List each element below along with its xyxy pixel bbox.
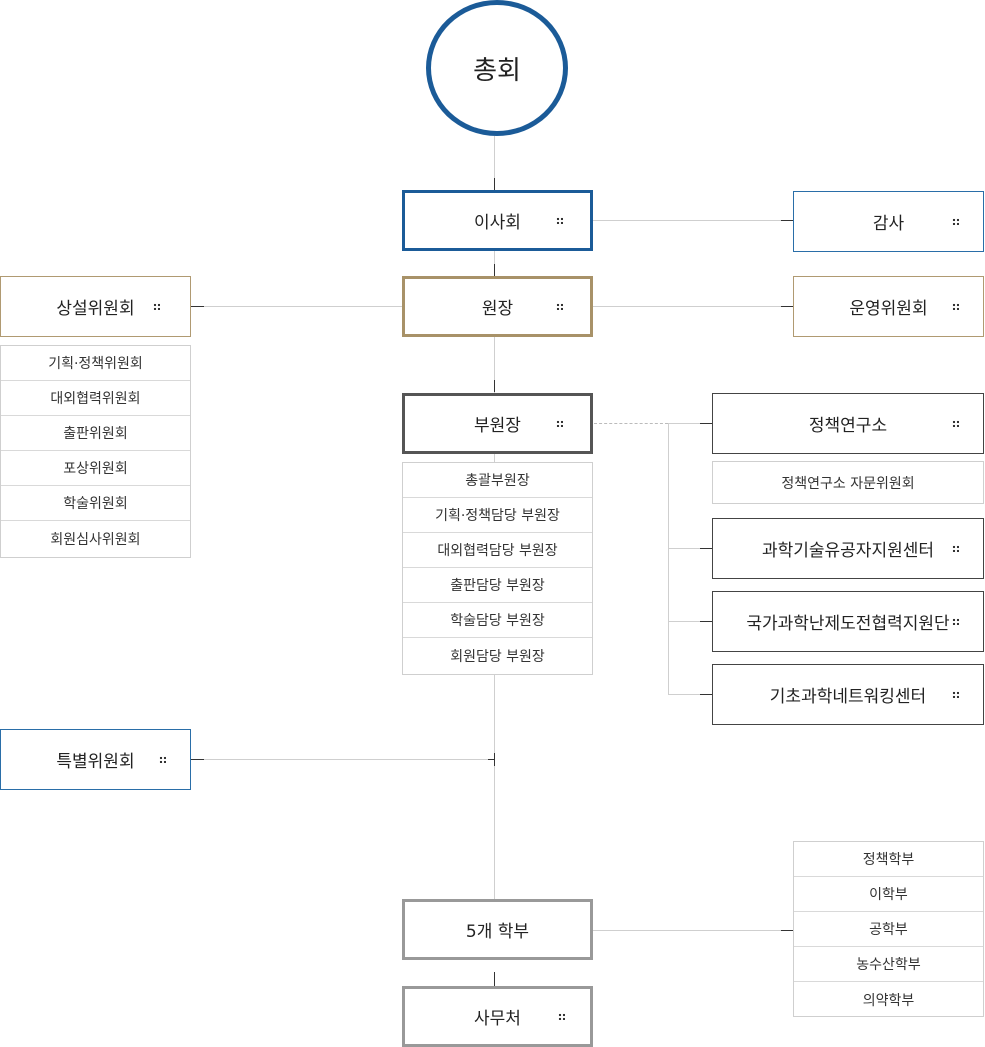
institute-branch-line [668,423,712,424]
connector-tick [494,972,495,986]
secretariat-node[interactable]: 사무처 [402,986,593,1047]
president-standing-line [190,306,402,307]
more-dots-icon [556,302,563,310]
connector-tick [700,621,712,622]
more-dots-icon [556,216,563,224]
policy-institute-node[interactable]: 정책연구소 [712,393,984,454]
list-item: 학술위원회 [1,486,190,521]
more-dots-icon [558,1012,565,1020]
more-dots-icon [952,690,959,698]
vice-president-node[interactable]: 부원장 [402,393,593,454]
list-item: 의약학부 [862,992,915,1009]
divisions-line [592,930,793,931]
divisions-label: 5개 학부 [465,922,530,942]
list-item: 대외협력담당 부원장 [403,533,592,568]
divisions-list: 정책학부 이학부 공학부 농수산학부 의약학부 [793,841,984,1017]
more-dots-icon [159,755,166,763]
more-dots-icon [952,419,959,427]
center-branch-line [668,621,712,622]
vp-institute-dashed-line [594,423,668,424]
operating-committee-node[interactable]: 운영위원회 [793,276,984,337]
list-item: 대외협력위원회 [1,381,190,416]
center-basic-node[interactable]: 기초과학네트워킹센터 [712,664,984,725]
more-dots-icon [153,302,160,310]
general-assembly-node: 총회 [426,0,568,136]
secretariat-label: 사무처 [474,1009,521,1029]
list-item: 출판담당 부원장 [403,568,592,603]
more-dots-icon [952,544,959,552]
standing-committee-list: 기획·정책위원회 대외협력위원회 출판위원회 포상위원회 학술위원회 회원심사위… [0,345,191,558]
policy-institute-advisory-label: 정책연구소 자문위원회 [781,475,915,492]
connector-tick [700,548,712,549]
vice-president-label: 부원장 [474,416,521,436]
president-operating-line [592,306,793,307]
list-item: 이학부 [794,877,983,912]
list-item: 회원심사위원회 [50,531,141,548]
list-item: 농수산학부 [794,947,983,982]
list-item: 정책학부 [794,842,983,877]
center-sci-tech-node[interactable]: 과학기술유공자지원센터 [712,518,984,579]
connector-tick [781,306,793,307]
more-dots-icon [952,217,959,225]
connector-tick [488,759,495,760]
institute-vertical-line [668,423,669,694]
list-item: 공학부 [794,912,983,947]
president-label: 원장 [481,299,514,319]
connector-tick [700,423,712,424]
special-committee-label: 특별위원회 [56,752,135,772]
connector-tick [781,220,793,221]
connector-tick [494,264,495,276]
special-committee-line [190,759,495,760]
board-node[interactable]: 이사회 [402,190,593,251]
board-auditor-line [592,220,793,221]
vice-president-list: 총괄부원장 기획·정책담당 부원장 대외협력담당 부원장 출판담당 부원장 학술… [402,462,593,675]
board-label: 이사회 [474,213,521,233]
center-branch-line [668,548,712,549]
center-sci-tech-label: 과학기술유공자지원센터 [761,541,935,561]
connector-tick [494,380,495,392]
divisions-node[interactable]: 5개 학부 [402,899,593,960]
list-item: 회원담당 부원장 [450,648,545,665]
special-committee-node[interactable]: 특별위원회 [0,729,191,790]
connector-tick [781,930,793,931]
president-node[interactable]: 원장 [402,276,593,337]
list-item: 출판위원회 [1,416,190,451]
operating-committee-label: 운영위원회 [849,299,928,319]
auditor-label: 감사 [872,214,905,234]
standing-committee-label: 상설위원회 [56,299,135,319]
policy-institute-label: 정책연구소 [808,416,888,436]
list-item: 총괄부원장 [403,463,592,498]
more-dots-icon [952,617,959,625]
general-assembly-label: 총회 [473,55,521,86]
center-branch-line [668,694,712,695]
connector-tick [700,694,712,695]
auditor-node[interactable]: 감사 [793,191,984,252]
center-national-label: 국가과학난제도전협력지원단 [746,614,950,634]
more-dots-icon [952,302,959,310]
more-dots-icon [556,419,563,427]
policy-institute-advisory-node: 정책연구소 자문위원회 [712,461,984,504]
connector-tick [494,753,495,766]
list-item: 학술담당 부원장 [403,603,592,638]
list-item: 포상위원회 [1,451,190,486]
connector-tick [190,306,204,307]
list-item: 기획·정책담당 부원장 [403,498,592,533]
list-item: 기획·정책위원회 [1,346,190,381]
center-basic-label: 기초과학네트워킹센터 [769,687,927,707]
center-national-node[interactable]: 국가과학난제도전협력지원단 [712,591,984,652]
standing-committee-node[interactable]: 상설위원회 [0,276,191,337]
connector-tick [494,178,495,190]
connector-tick [190,759,204,760]
